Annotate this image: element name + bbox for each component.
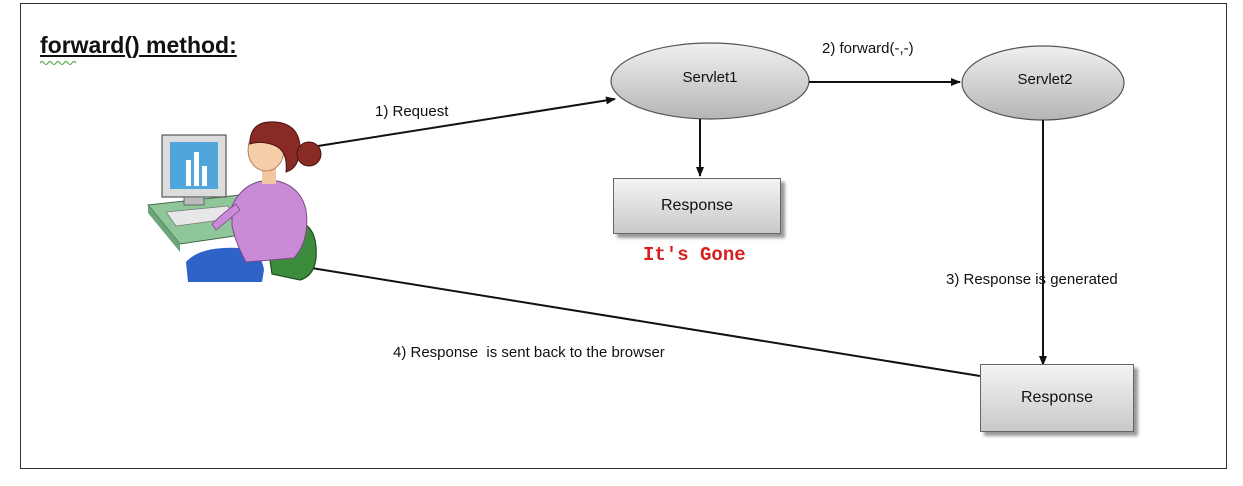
servlet1-label: Servlet1	[682, 69, 738, 86]
user-computer-illustration	[147, 121, 322, 282]
spellcheck-underline	[40, 61, 77, 65]
response-box-2: Response	[980, 364, 1134, 432]
response-box-1: Response	[613, 178, 781, 234]
generated-label: 3) Response is generated	[946, 271, 1118, 288]
diagram-title: forward() method:	[40, 32, 237, 58]
sent-back-label: 4) Response is sent back to the browser	[393, 344, 665, 361]
forward-label: 2) forward(-,-)	[822, 40, 914, 57]
request-arrow	[317, 96, 616, 147]
sent-back-arrow	[298, 263, 981, 377]
response-box-1-label: Response	[660, 197, 734, 214]
response-box-2-label: Response	[1020, 389, 1094, 406]
servlet2-label: Servlet2	[1017, 71, 1073, 88]
its-gone-annotation: It's Gone	[643, 244, 746, 266]
request-label: 1) Request	[375, 103, 449, 120]
